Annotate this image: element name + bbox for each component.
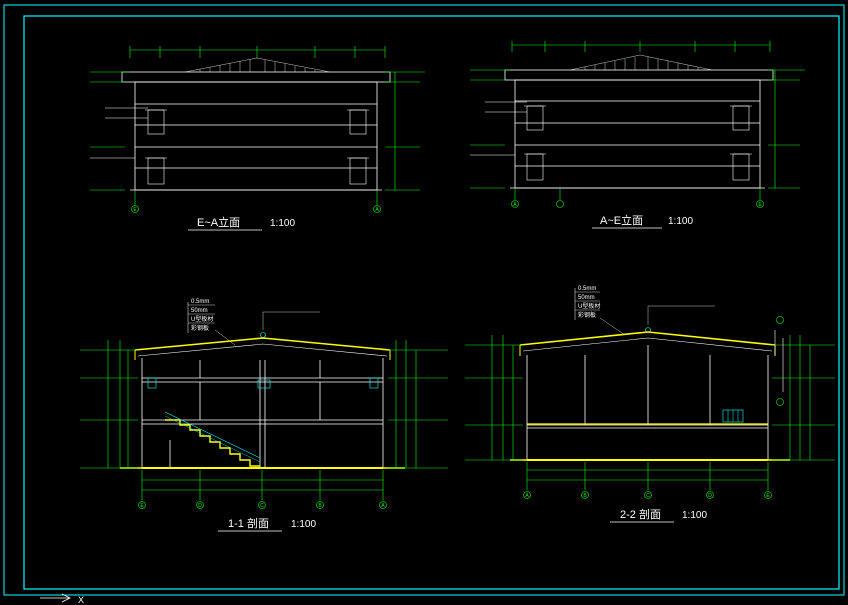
elev-left-roof-hatch: [184, 57, 331, 73]
section-bottom-right[interactable]: 0.5mm 50mm U型板材 彩钢板: [465, 286, 835, 523]
ucs-x-label: X: [78, 595, 84, 605]
elev-right-grid-bubbles: A E: [511, 200, 764, 208]
svg-text:U型板材: U型板材: [191, 315, 213, 323]
drawing-frame: [3, 4, 845, 596]
sect-left-grid-bubbles: E D C B A: [138, 501, 387, 509]
svg-text:A: A: [381, 503, 385, 509]
elev-left-building-outline: [121, 71, 391, 191]
svg-text:彩钢板: 彩钢板: [578, 311, 596, 319]
sect-right-grid-bubbles: A B C D E: [523, 491, 772, 499]
svg-text:C: C: [260, 503, 264, 509]
svg-text:A: A: [525, 493, 529, 499]
svg-text:50mm: 50mm: [191, 308, 208, 314]
elev-left-windows: [145, 109, 369, 185]
sect-left-trusses: [147, 377, 379, 389]
sect-left-scale: 1:100: [291, 519, 316, 530]
ucs-icon: X: [40, 593, 84, 605]
sect-left-bottom-dims: [141, 470, 384, 500]
sect-right-title: 2-2 剖面: [620, 507, 661, 521]
elev-left-scale: 1:100: [270, 218, 295, 229]
sect-right-downpipe: [774, 316, 784, 406]
elev-left-leaders: [90, 107, 148, 159]
svg-text:C: C: [646, 493, 650, 499]
svg-text:E: E: [133, 207, 137, 213]
svg-text:E: E: [758, 202, 762, 208]
svg-text:D: D: [708, 493, 712, 499]
sect-left-structure: [141, 358, 384, 468]
elev-right-roof-hatch: [569, 54, 713, 71]
section-bottom-left[interactable]: 0.5mm 50mm U型板材 彩钢板: [80, 299, 448, 532]
elev-right-top-dims: [511, 41, 771, 52]
svg-text:B: B: [318, 503, 322, 509]
svg-text:50mm: 50mm: [578, 295, 595, 301]
elev-right-title: A~E立面: [600, 213, 643, 227]
elev-left-title: E~A立面: [197, 215, 240, 229]
svg-text:E: E: [766, 493, 770, 499]
svg-text:A: A: [513, 202, 517, 208]
elev-left-level-marks: [90, 71, 425, 205]
elevation-top-left[interactable]: E A E~A立面 1:100: [90, 46, 425, 231]
sect-right-notes: 0.5mm 50mm U型板材 彩钢板: [574, 286, 715, 336]
elev-left-grid-bubbles: E A: [131, 205, 381, 213]
elev-right-building-outline: [504, 69, 774, 189]
elevation-top-right[interactable]: A E A~E立面 1:100: [470, 41, 805, 229]
svg-text:D: D: [198, 503, 202, 509]
svg-text:B: B: [583, 493, 587, 499]
sect-right-bottom-dims: [526, 462, 769, 490]
sect-left-roof: [134, 337, 391, 360]
svg-text:彩钢板: 彩钢板: [191, 324, 209, 332]
sect-right-side-dims: [465, 335, 835, 461]
sect-right-floor-slab: [527, 409, 768, 425]
svg-text:0.5mm: 0.5mm: [191, 299, 209, 305]
elev-right-scale: 1:100: [668, 216, 693, 227]
svg-text:E: E: [140, 503, 144, 509]
sect-left-stair: [164, 411, 261, 467]
elev-right-level-marks: [470, 69, 805, 200]
sect-right-roof: [519, 331, 776, 356]
elev-right-windows: [524, 105, 752, 181]
sect-left-notes: 0.5mm 50mm U型板材 彩钢板: [187, 299, 320, 346]
svg-text:0.5mm: 0.5mm: [578, 286, 596, 292]
sect-left-side-dims: [80, 340, 448, 469]
sect-right-structure: [526, 345, 769, 460]
svg-text:A: A: [375, 207, 379, 213]
elev-left-top-dims: [129, 46, 386, 58]
elev-right-leaders: [470, 101, 527, 156]
svg-text:U型板材: U型板材: [578, 302, 600, 310]
sect-right-scale: 1:100: [682, 510, 707, 521]
sect-left-title: 1-1 剖面: [228, 516, 269, 530]
